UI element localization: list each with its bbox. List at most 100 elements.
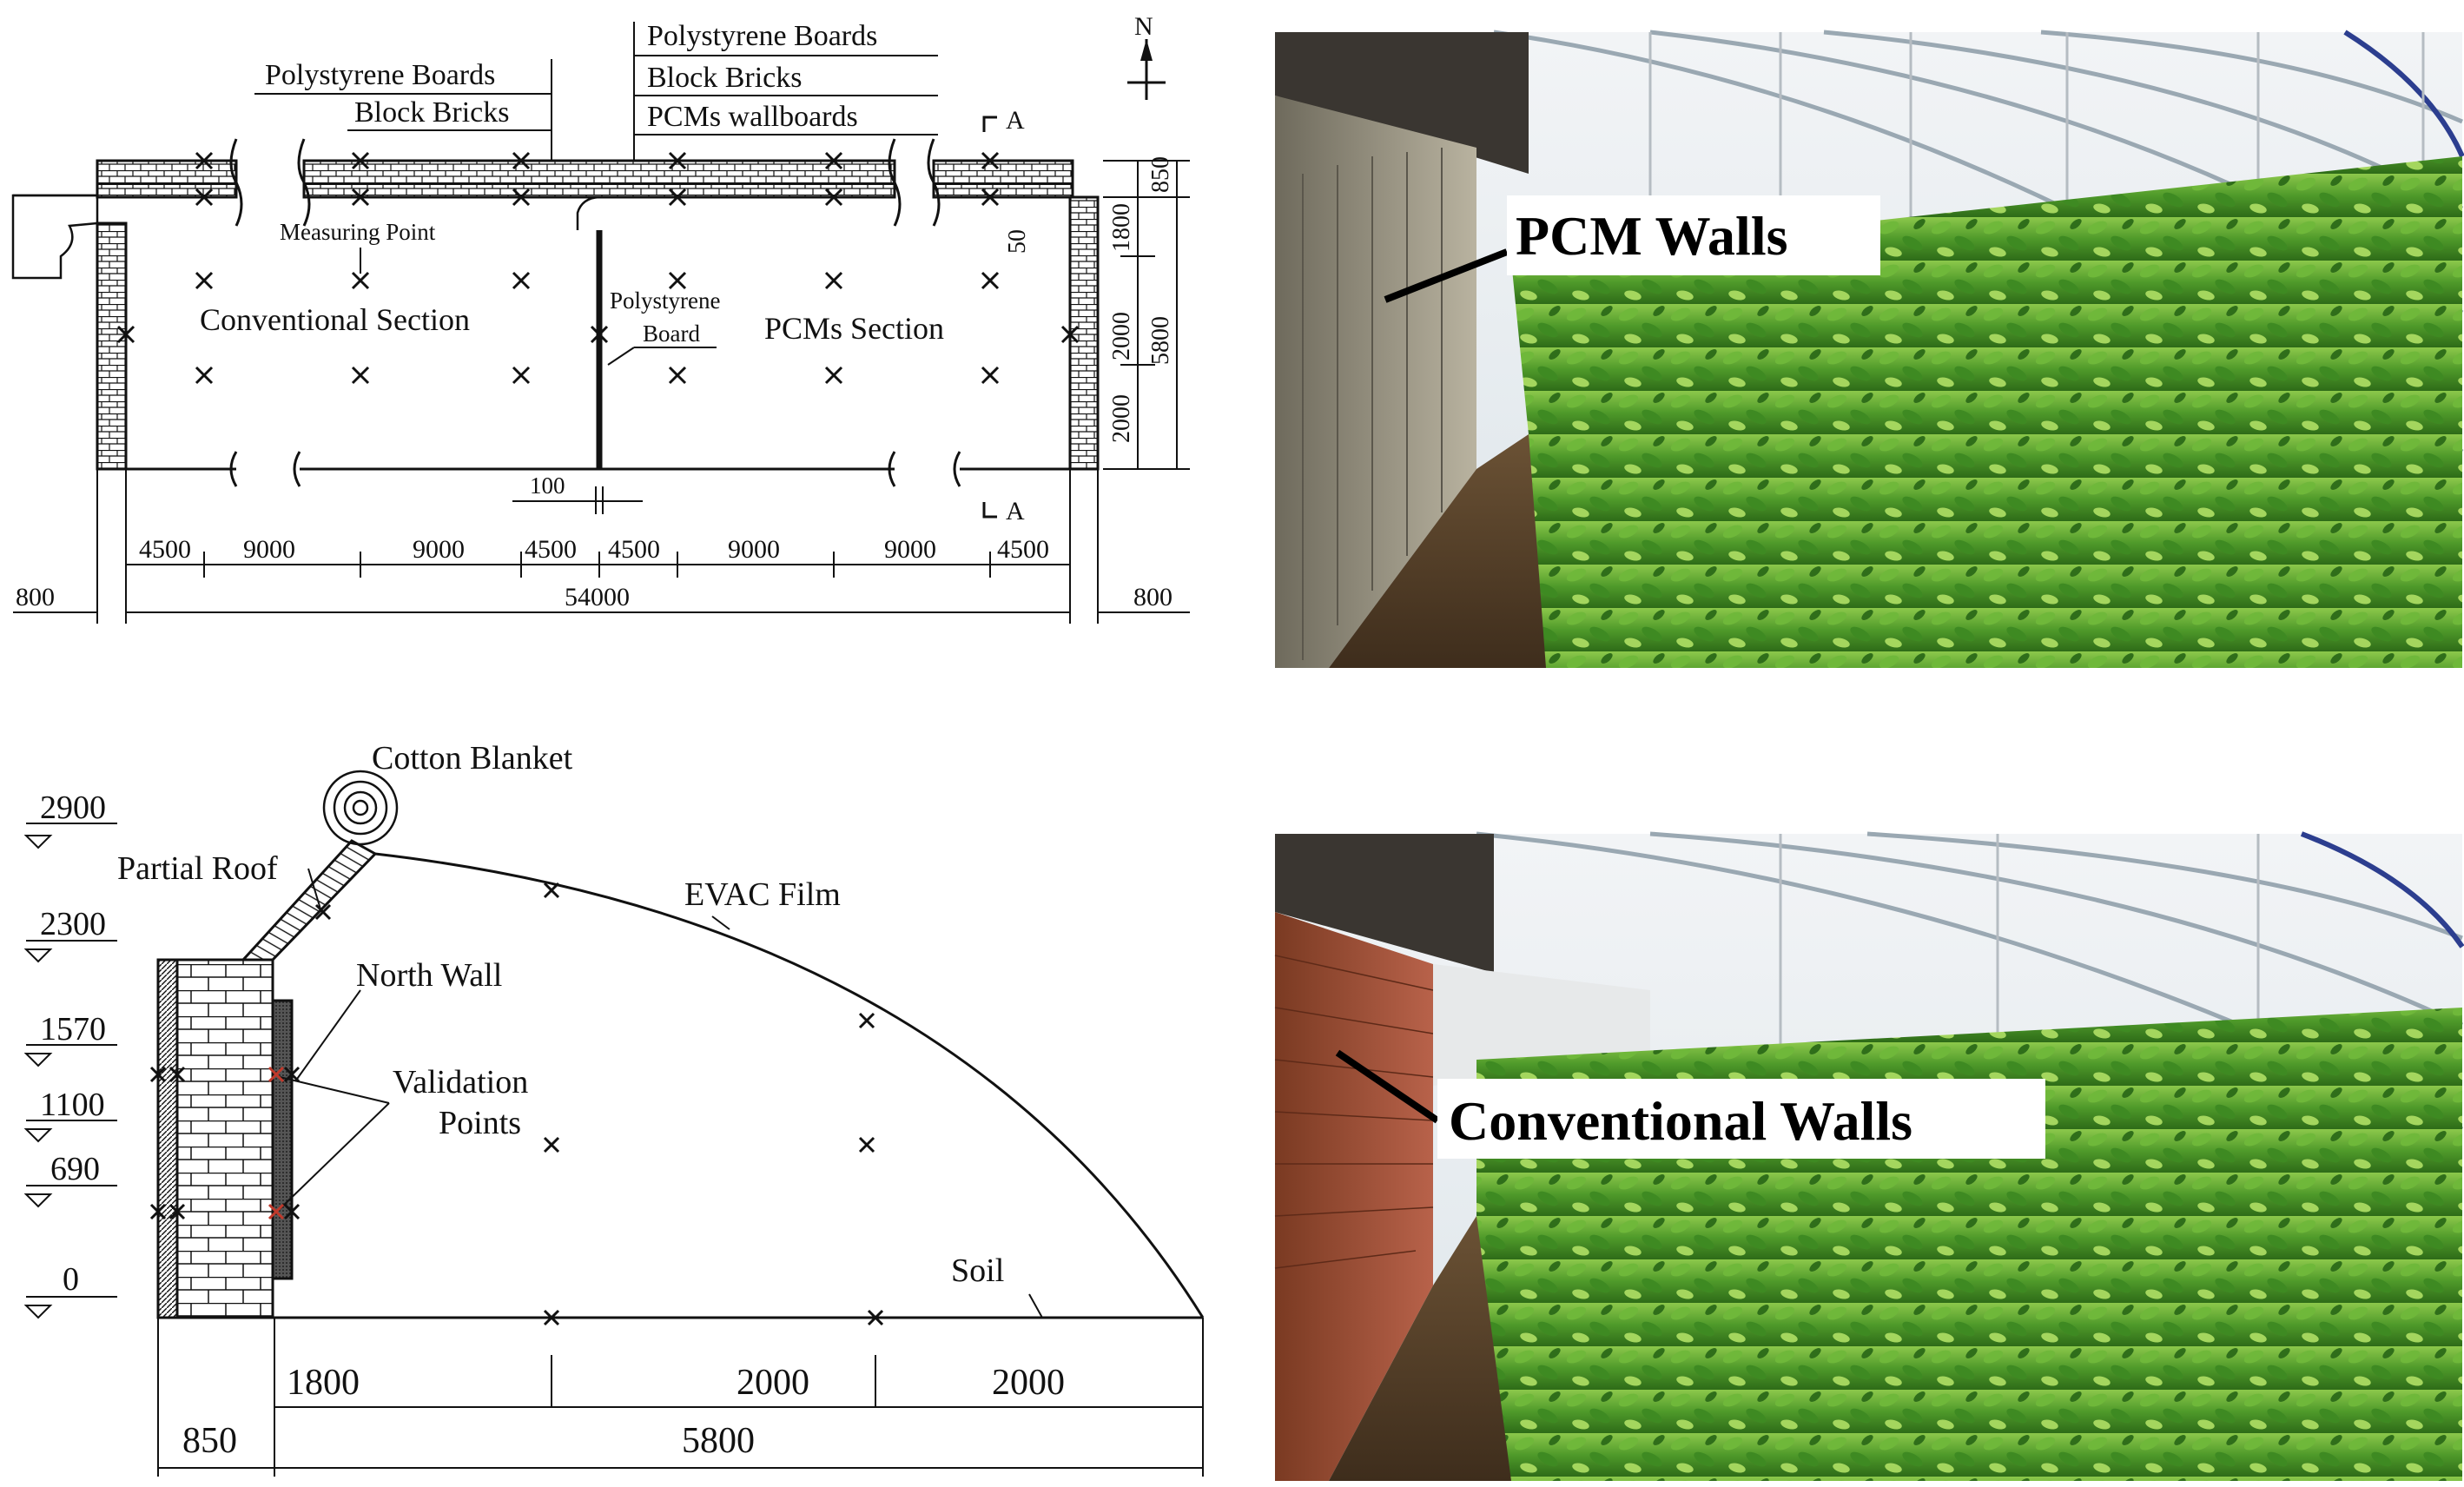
measuring-point-mark [858, 1012, 875, 1029]
polystyrene-board-label-1: Polystyrene [610, 287, 721, 314]
measuring-point-mark [351, 271, 370, 290]
plan-right-dim-gap: 50 [1004, 229, 1031, 254]
wall-measuring-point-mark [283, 1066, 301, 1083]
elevation-label: 2300 [40, 906, 106, 942]
plan-view [11, 22, 1190, 624]
plan-right-dim-1: 1800 [1108, 203, 1135, 252]
measuring-point-mark [116, 325, 135, 344]
measuring-point-mark [195, 188, 214, 207]
photo-conventional-walls: Conventional Walls [1274, 831, 2464, 1481]
right-brick-label: Block Bricks [647, 62, 802, 94]
section-view [23, 770, 1205, 1477]
evac-film-arc [374, 852, 1205, 1318]
validation-point-mark [268, 1203, 285, 1220]
measuring-point-mark [824, 271, 843, 290]
plan-dim: 9000 [243, 535, 295, 564]
validation-label-2: Points [439, 1105, 521, 1141]
cotton-blanket-label: Cotton Blanket [372, 740, 573, 777]
wall-measuring-point-mark [168, 1066, 186, 1083]
plan-labels: N A A Polystyrene Boards Block Bricks Po… [16, 12, 1174, 611]
validation-label-1: Validation [393, 1064, 528, 1100]
measuring-point-mark [543, 882, 560, 899]
elevation-label: 1100 [40, 1087, 105, 1123]
wall-measuring-point-mark [149, 1066, 167, 1083]
measuring-point-mark [858, 1136, 875, 1153]
measuring-point-mark [543, 1309, 560, 1326]
measuring-point-mark [195, 271, 214, 290]
elevation-label: 690 [50, 1151, 100, 1187]
measuring-point-mark [351, 188, 370, 207]
wall-measuring-point-mark [168, 1203, 186, 1220]
plan-dim: 9000 [413, 535, 465, 564]
measuring-point-mark [314, 903, 332, 921]
plan-total-dim: 54000 [565, 583, 630, 611]
section-labels: Cotton Blanket Partial Roof North Wall E… [40, 740, 1065, 1461]
measuring-point-mark [590, 325, 609, 344]
conventional-walls-label: Conventional Walls [1449, 1090, 1912, 1152]
measuring-point-label: Measuring Point [280, 219, 436, 245]
pcm-wallboard-layer [271, 999, 294, 1280]
plan-right-dim-total: 5800 [1147, 316, 1174, 365]
soil-label: Soil [951, 1252, 1004, 1289]
plan-measuring-points [116, 151, 1080, 385]
north-wall-segment [302, 159, 896, 199]
measuring-point-mark [981, 188, 1000, 207]
north-label: N [1134, 12, 1153, 41]
plan-right-dim-2: 2000 [1108, 312, 1135, 360]
block-brick-layer [175, 958, 274, 1319]
section-a-top-label: A [1006, 106, 1025, 135]
section-dim: 2000 [992, 1363, 1065, 1403]
evac-film-label: EVAC Film [684, 876, 841, 913]
left-polystyrene-label: Polystyrene Boards [265, 59, 495, 91]
conventional-section-label: Conventional Section [200, 302, 470, 337]
pcm-wallboards-label: PCMs wallboards [647, 101, 858, 133]
elevation-label: 2900 [40, 790, 106, 826]
plan-dim: 9000 [884, 535, 936, 564]
validation-point-mark [268, 1066, 285, 1083]
measuring-point-mark [512, 188, 531, 207]
pcm-walls-label: PCM Walls [1516, 205, 1788, 267]
wall-measuring-point-mark [283, 1203, 301, 1220]
measuring-point-mark [668, 151, 687, 170]
measuring-point-mark [981, 271, 1000, 290]
measuring-point-mark [195, 151, 214, 170]
elevation-label: 0 [63, 1261, 79, 1298]
measuring-point-mark [668, 188, 687, 207]
partial-roof-label: Partial Roof [117, 850, 278, 887]
north-wall-segment [96, 159, 238, 199]
plan-right-dim-wall: 850 [1147, 156, 1174, 193]
north-wall-label: North Wall [356, 957, 502, 994]
section-span: 5800 [682, 1421, 755, 1461]
section-dim: 2000 [737, 1363, 809, 1403]
measuring-point-mark [512, 151, 531, 170]
elevation-label: 1570 [40, 1011, 106, 1048]
pcms-section-label: PCMs Section [764, 311, 944, 346]
plan-dim: 4500 [997, 535, 1049, 564]
polystyrene-board-label-2: Board [643, 321, 700, 347]
plan-dim: 4500 [139, 535, 191, 564]
measuring-point-mark [824, 366, 843, 385]
wall-measuring-point-mark [149, 1203, 167, 1220]
measuring-point-mark [981, 366, 1000, 385]
plan-right-dim-3: 2000 [1108, 394, 1135, 443]
plan-right-margin: 800 [1133, 583, 1173, 611]
measuring-point-mark [351, 366, 370, 385]
measuring-point-mark [668, 271, 687, 290]
partition-dim: 100 [530, 473, 565, 499]
left-brick-label: Block Bricks [354, 96, 509, 129]
photo-pcm-walls: PCM Walls [1275, 30, 2464, 668]
measuring-point-mark [351, 151, 370, 170]
right-polystyrene-label: Polystyrene Boards [647, 20, 877, 52]
west-wall [96, 221, 128, 471]
north-wall-segment [932, 159, 1074, 199]
measuring-point-mark [824, 151, 843, 170]
plan-dim: 4500 [608, 535, 660, 564]
plan-dim: 9000 [728, 535, 780, 564]
measuring-point-mark [512, 271, 531, 290]
plan-left-margin: 800 [16, 583, 55, 611]
section-measuring-points [149, 882, 884, 1326]
section-dim: 1800 [287, 1363, 360, 1403]
plan-dim: 4500 [525, 535, 577, 564]
